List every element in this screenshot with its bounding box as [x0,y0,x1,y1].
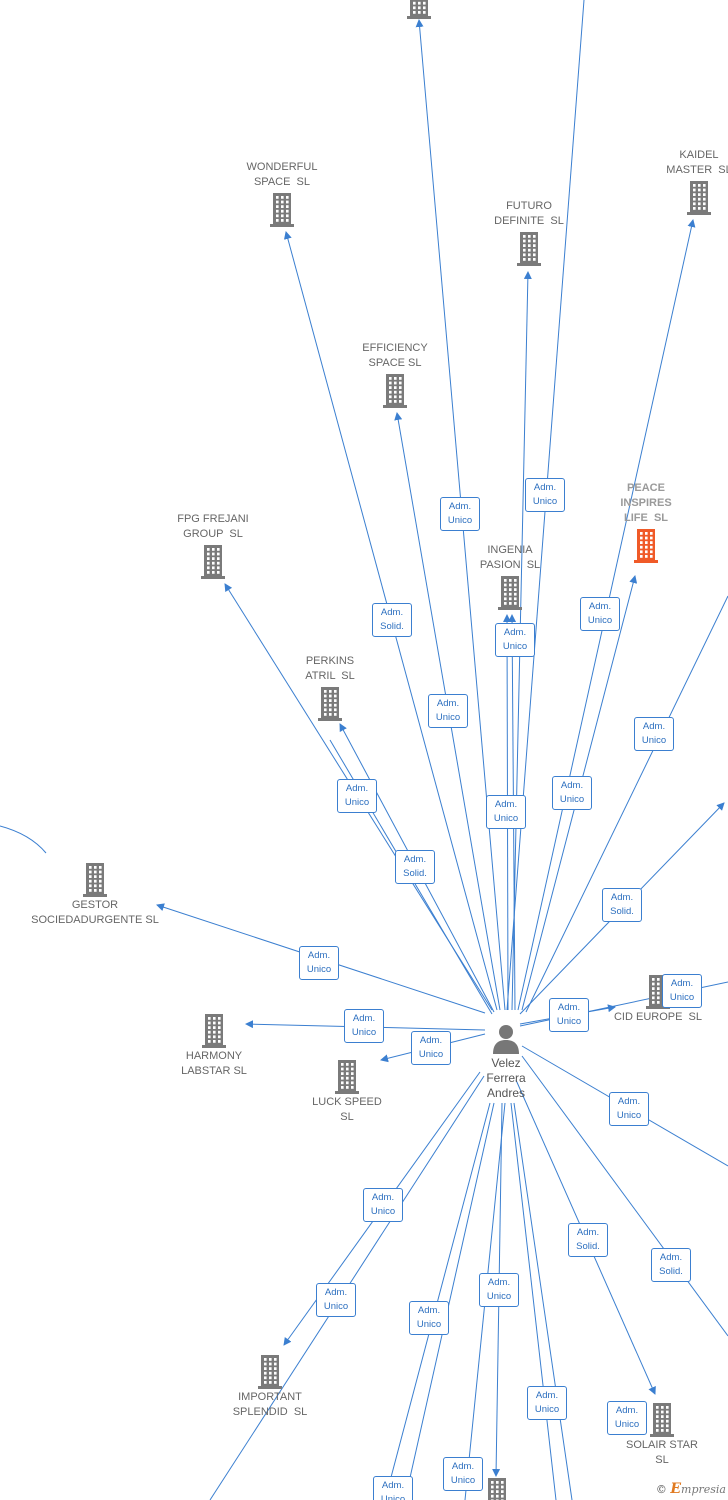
role-badge[interactable]: Adm. Solid. [651,1248,691,1282]
building-icon [258,1355,282,1389]
company-node-solair[interactable]: SOLAIR STAR SL [592,1400,728,1468]
building-icon [498,576,522,610]
role-badge[interactable]: Adm. Unico [495,623,535,657]
role-badge[interactable]: Adm. Unico [409,1301,449,1335]
edge-30 [0,825,47,854]
role-badge[interactable]: Adm. Unico [479,1273,519,1307]
company-label: WONDERFUL SPACE SL [246,161,318,188]
copyright-symbol: © [655,1483,667,1496]
company-label: CID EUROPE SL [613,1011,703,1023]
company-label: FPG FREJANI GROUP SL [177,513,249,540]
company-label: PEACE INSPIRES LIFE SL [620,482,672,524]
edge-28 [510,1102,557,1500]
company-node-harmony[interactable]: HARMONY LABSTAR SL [144,1011,284,1079]
brand-footer: © Empresia [656,1481,726,1497]
building-icon [335,1060,359,1094]
brand-initial: E [670,1481,682,1497]
person-name: Velez Ferrera Andres [486,1056,526,1100]
edge-12 [525,595,728,1013]
company-node-kaidel[interactable]: KAIDEL MASTER SL [629,148,728,216]
role-badge[interactable]: Adm. Unico [443,1457,483,1491]
building-icon [83,863,107,897]
role-badge[interactable]: Adm. Unico [662,974,702,1008]
company-label: EFFICIENCY SPACE SL [362,342,428,369]
role-badge[interactable]: Adm. Unico [299,946,339,980]
company-label: IMPORTANT SPLENDID SL [232,1391,308,1418]
edge-29 [513,1102,573,1500]
company-node-perkins[interactable]: PERKINS ATRIL SL [260,654,400,722]
company-label: SOLAIR STAR SL [626,1439,698,1466]
role-badge[interactable]: Adm. Unico [363,1188,403,1222]
role-badge[interactable]: Adm. Unico [525,478,565,512]
role-badge[interactable]: Adm. Unico [486,795,526,829]
role-badge[interactable]: Adm. Unico [373,1476,413,1500]
building-icon [488,1478,506,1500]
company-node-top[interactable] [349,0,489,20]
person-icon [493,1025,519,1054]
company-node-ingenia[interactable]: INGENIA PASION SL [440,543,580,611]
company-node-efficiency[interactable]: EFFICIENCY SPACE SL [325,341,465,409]
company-label: KAIDEL MASTER SL [666,149,728,176]
role-badge[interactable]: Adm. Unico [440,497,480,531]
company-node-futuro[interactable]: FUTURO DEFINITE SL [459,199,599,267]
building-icon [634,529,658,563]
company-node-fpg[interactable]: FPG FREJANI GROUP SL [143,512,283,580]
role-badge[interactable]: Adm. Unico [634,717,674,751]
building-icon [407,0,431,19]
role-badge[interactable]: Adm. Solid. [372,603,412,637]
company-node-gestor[interactable]: GESTOR SOCIEDADURGENTE SL [25,860,165,928]
role-badge[interactable]: Adm. Unico [609,1092,649,1126]
company-label: LUCK SPEED SL [312,1096,382,1123]
company-node-peace[interactable]: PEACE INSPIRES LIFE SL [576,481,716,564]
building-icon [202,1014,226,1048]
role-badge[interactable]: Adm. Unico [316,1283,356,1317]
edge-26 [404,1102,495,1500]
building-icon [687,181,711,215]
company-label: INGENIA PASION SL [479,544,541,571]
role-badge[interactable]: Adm. Unico [527,1386,567,1420]
building-icon [517,232,541,266]
role-badge[interactable]: Adm. Unico [344,1009,384,1043]
building-icon [201,545,225,579]
company-label: PERKINS ATRIL SL [305,655,355,682]
role-badge[interactable]: Adm. Unico [607,1401,647,1435]
building-icon [270,193,294,227]
company-label: FUTURO DEFINITE SL [494,200,564,227]
role-badge[interactable]: Adm. Unico [552,776,592,810]
role-badge[interactable]: Adm. Unico [337,779,377,813]
company-node-important[interactable]: IMPORTANT SPLENDID SL [200,1352,340,1420]
role-badge[interactable]: Adm. Solid. [602,888,642,922]
person-node-velez-ferrera-andres[interactable]: Velez Ferrera Andres [476,1022,536,1101]
role-badge[interactable]: Adm. Solid. [395,850,435,884]
building-icon [318,687,342,721]
company-label: HARMONY LABSTAR SL [181,1050,247,1077]
company-node-wonderful[interactable]: WONDERFUL SPACE SL [212,160,352,228]
building-icon [383,374,407,408]
role-badge[interactable]: Adm. Unico [549,998,589,1032]
role-badge[interactable]: Adm. Unico [428,694,468,728]
brand-name: mpresia [681,1483,726,1496]
role-badge[interactable]: Adm. Unico [580,597,620,631]
role-badge[interactable]: Adm. Solid. [568,1223,608,1257]
building-icon [650,1403,674,1437]
company-label: GESTOR SOCIEDADURGENTE SL [31,899,159,926]
edge-20 [521,1055,728,1337]
company-node-luck[interactable]: LUCK SPEED SL [277,1057,417,1125]
role-badge[interactable]: Adm. Unico [411,1031,451,1065]
